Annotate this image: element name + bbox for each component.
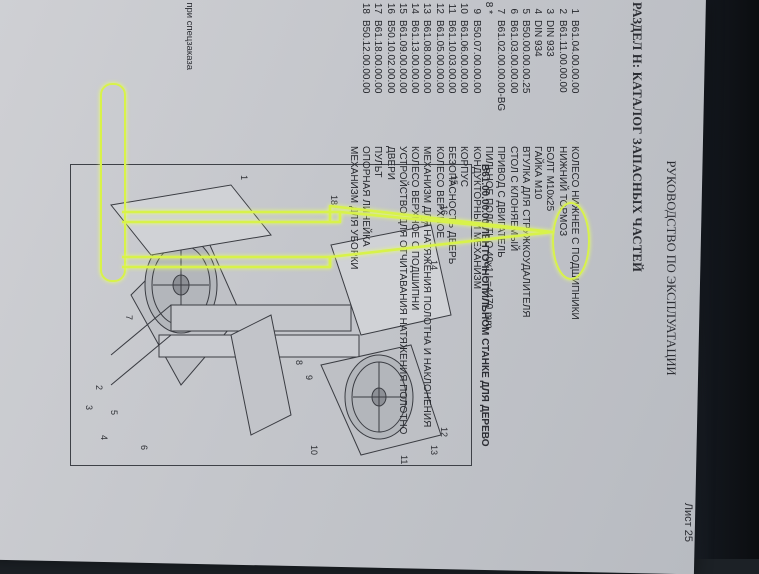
callout-14: 14 [429,260,439,270]
callout-18: 18 [329,195,339,205]
highlight-callout-16 [552,202,590,280]
callout-1: 1 [239,175,249,180]
callout-2: 2 [94,385,104,390]
callout-9: 9 [304,375,314,380]
callout-6: 6 [139,445,149,450]
callout-11: 11 [399,455,409,464]
callout-16: 16 [439,205,449,215]
callout-3: 3 [84,405,94,410]
callout-13: 13 [429,445,439,455]
callout-7: 7 [124,315,134,320]
highlight-arrow [122,204,554,269]
callout-15: 15 [449,175,459,185]
rotated-page-content: РУКОВОДСТВО ПО ЭКСПЛУАТАЦИИ РАЗДЕЛ Н: КА… [30,0,730,548]
callout-8: 8 [294,360,304,365]
highlight-item-16-row [100,83,126,282]
callout-5: 5 [109,410,119,415]
bandsaw-diagram: 1 2 3 4 5 6 7 8 9 10 11 12 13 14 15 16 1… [84,175,459,464]
callout-12: 12 [439,427,449,437]
callout-4: 4 [99,435,109,440]
callout-10: 10 [309,445,319,455]
diagram-frame: 1 2 3 4 5 6 7 8 9 10 11 12 13 14 15 16 1… [70,164,472,466]
